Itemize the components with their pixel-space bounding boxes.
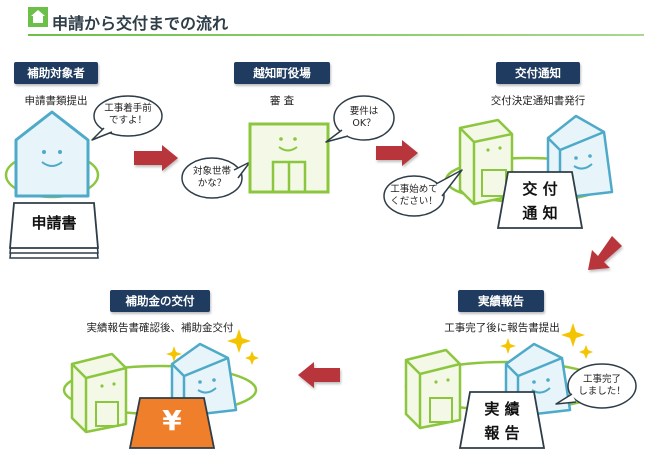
step2-bubble-left-line2: かな？: [197, 178, 227, 189]
page-title: 申請から交付までの流れ: [52, 14, 229, 33]
step1-house-icon: [14, 110, 90, 198]
step3-bubble-line1: 工事始めて: [390, 184, 438, 195]
step4-document-line1: 実 績: [484, 400, 520, 418]
step3-description: 交付決定通知書発行: [490, 95, 586, 107]
step3-document-line2: 通 知: [522, 204, 558, 222]
home-icon: [28, 7, 48, 27]
step2-description: 審 査: [269, 95, 295, 107]
step3-notice-document: [496, 171, 584, 229]
step3-label: 交付通知: [496, 62, 580, 84]
step2-bubble-right: [325, 95, 395, 143]
step1-description: 申請書類提出: [24, 95, 88, 107]
step4-description: 工事完了後に報告書提出: [444, 322, 560, 334]
step2-label: 越知町役場: [234, 62, 330, 84]
step3-document-line1: 交 付: [522, 180, 558, 198]
arrow-right-icon: [376, 140, 418, 166]
step4-speech-bubble: [555, 363, 637, 409]
step2-bubble-left: [181, 157, 251, 199]
step5-label: 補助金の交付: [110, 290, 210, 312]
step4-office-cube-icon: [404, 348, 462, 430]
step2-bubble-right-line2: OK？: [352, 118, 376, 129]
step5-yen-document: [128, 397, 216, 449]
step1-document-stack: [9, 202, 99, 259]
step5-description: 実績報告書確認後、補助金交付: [86, 322, 234, 334]
arrow-down-left-icon: [588, 236, 622, 270]
step1-document-title: 申請書: [31, 214, 77, 232]
step5-office-cube-icon: [70, 352, 128, 434]
step1-label: 補助対象者: [14, 62, 98, 84]
step2-bubble-right-line1: 要件は: [349, 106, 379, 117]
sparkle-icon: [166, 329, 259, 365]
step1-speech-bubble: [91, 95, 163, 141]
step2-office-building-icon: [248, 122, 330, 194]
title-underline: [28, 34, 644, 36]
step4-bubble-line2: しました！: [578, 386, 626, 397]
step1-bubble-line1: 工事着手前: [104, 103, 152, 114]
step3-speech-bubble: [383, 169, 463, 217]
arrow-right-icon: [134, 145, 178, 171]
arrow-left-icon: [298, 362, 340, 388]
step2-bubble-left-line1: 対象世帯: [192, 166, 231, 177]
step4-report-document: [458, 391, 546, 449]
step1-bubble-line2: ですよ！: [108, 115, 147, 126]
step4-bubble-line1: 工事完了: [582, 374, 621, 385]
step3-bubble-line2: ください！: [390, 196, 438, 207]
step4-label: 実績報告: [458, 290, 544, 312]
header: 申請から交付までの流れ: [0, 0, 650, 40]
step4-document-line2: 報 告: [484, 424, 520, 442]
sparkle-icon: [500, 323, 593, 359]
step5-yen-symbol: ¥: [162, 404, 182, 437]
